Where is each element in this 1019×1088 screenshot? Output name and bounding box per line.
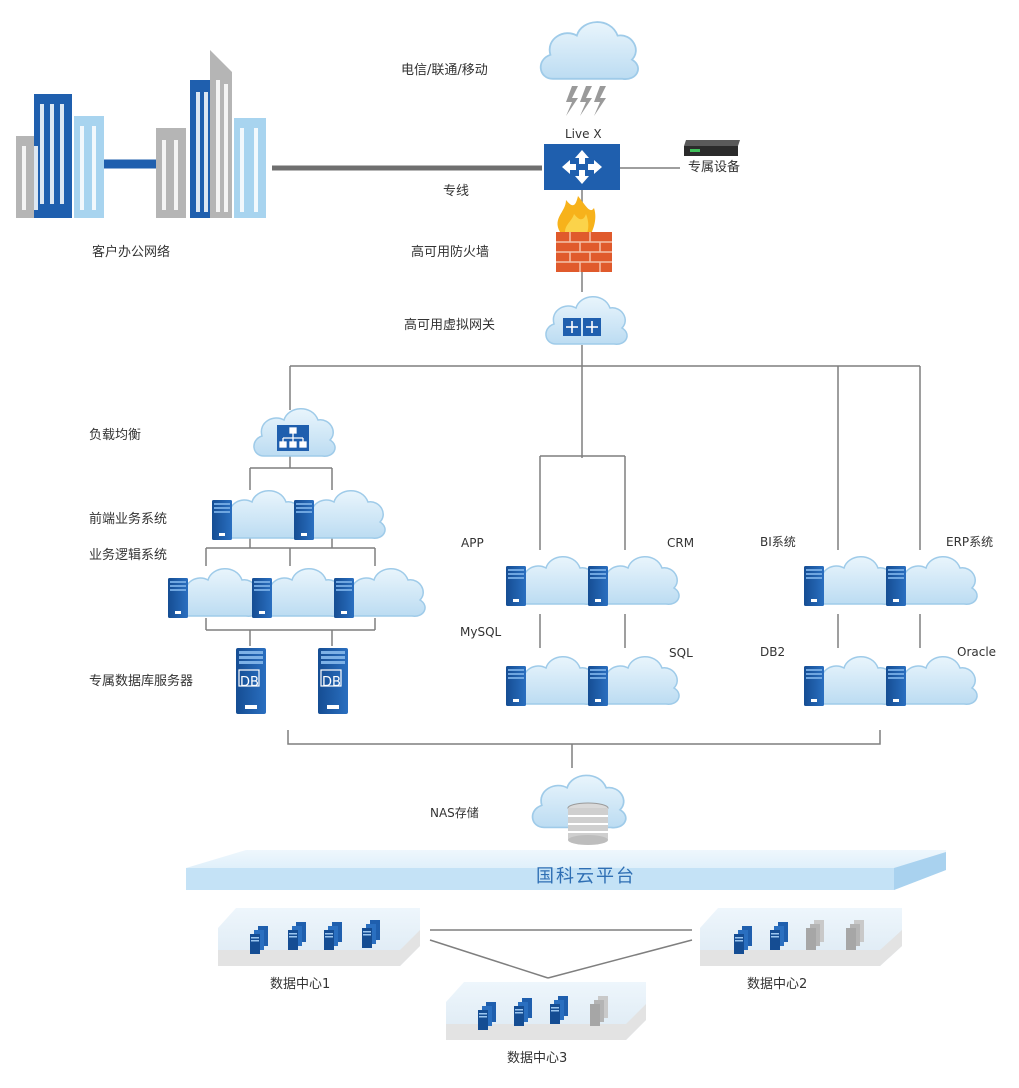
db-servers-label: 专属数据库服务器 (89, 674, 194, 689)
load-balance-label: 负载均衡 (89, 428, 142, 443)
nas-storage-icon (531, 774, 627, 845)
firewall-icon (556, 196, 612, 272)
bi-label: BI系统 (760, 535, 796, 549)
gateway-cloud-icon (545, 295, 628, 345)
dc2-label: 数据中心2 (747, 977, 808, 992)
lightning-icon (566, 86, 606, 116)
app-label: APP (461, 536, 484, 550)
nas-label: NAS存储 (430, 806, 479, 820)
dedicated-device-label: 专属设备 (688, 160, 741, 175)
carrier-cloud-icon (539, 21, 639, 80)
db-tag-1: DB (240, 675, 259, 690)
office-network-label: 客户办公网络 (92, 245, 171, 260)
platform-label: 国科云平台 (536, 866, 636, 887)
frontend-servers (212, 491, 385, 540)
db-tag-2: DB (322, 675, 341, 690)
office-buildings-icon (16, 50, 266, 218)
livex-label: Live X (565, 127, 602, 141)
sql-label: SQL (669, 646, 693, 660)
dedicated-device-icon (684, 140, 740, 156)
dc3-label: 数据中心3 (507, 1051, 568, 1066)
app-crm-cluster (506, 557, 679, 706)
erp-label: ERP系统 (946, 535, 994, 549)
dc1-label: 数据中心1 (270, 977, 331, 992)
mysql-label: MySQL (460, 625, 502, 639)
datacenter-3 (446, 982, 646, 1040)
datacenter-2 (700, 908, 902, 966)
bi-erp-cluster (804, 557, 977, 706)
load-balancer-cloud-icon (253, 407, 336, 457)
firewall-label: 高可用防火墙 (411, 245, 490, 260)
db2-label: DB2 (760, 645, 786, 659)
gateway-label: 高可用虚拟网关 (404, 318, 496, 333)
logic-servers (168, 569, 425, 618)
livex-switch-icon (544, 144, 620, 190)
dedicated-line-label: 专线 (443, 184, 470, 199)
frontend-label: 前端业务系统 (89, 512, 168, 527)
connection-lines (205, 167, 921, 979)
crm-label: CRM (667, 536, 695, 550)
cloud-platform-slab (186, 850, 946, 890)
dedicated-line-connector (104, 159, 542, 171)
carrier-label: 电信/联通/移动 (401, 63, 488, 78)
datacenter-1 (218, 908, 420, 966)
oracle-label: Oracle (957, 645, 997, 659)
logic-label: 业务逻辑系统 (89, 548, 168, 563)
